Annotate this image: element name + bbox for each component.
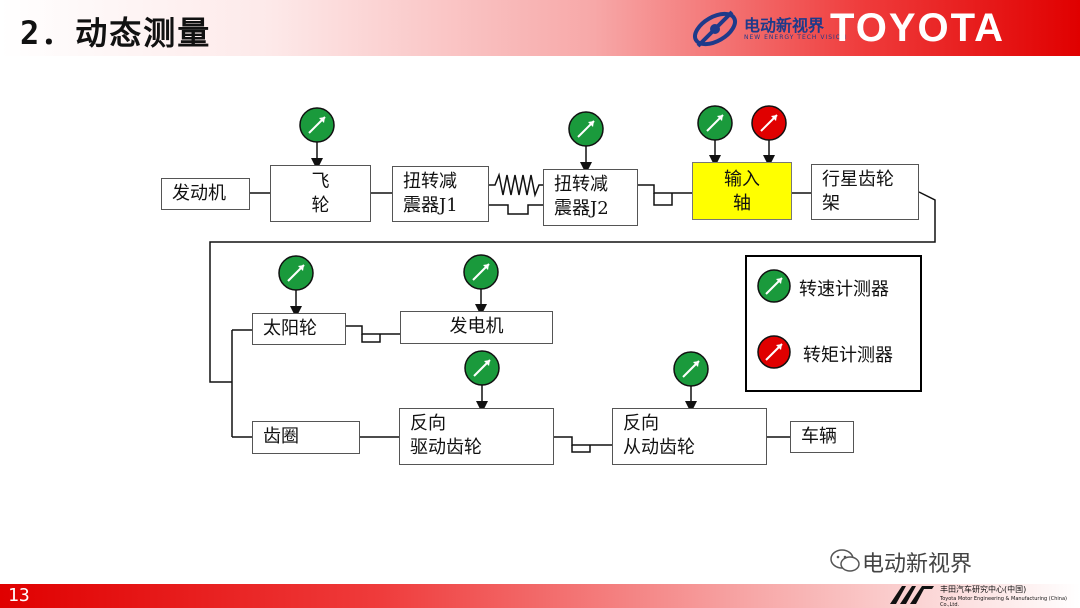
page-title: 2．动态测量 (20, 14, 212, 52)
header-banner (0, 0, 1080, 56)
damper-j1-label-1: 扭转减 (403, 171, 457, 192)
reverse-driven-gear-box: 反向 从动齿轮 (612, 408, 767, 465)
research-center-en: Toyota Motor Engineering & Manufacturing… (940, 596, 1067, 608)
planet-carrier-label-2: 架 (822, 193, 840, 214)
flywheel-label-2: 轮 (311, 195, 330, 216)
research-center-logo (890, 586, 934, 604)
torque-sensor-icon (751, 105, 787, 141)
speed-sensor-icon (463, 254, 499, 290)
brand-en-text: NEW ENERGY TECH VISION (744, 34, 848, 41)
engine-label: 发动机 (172, 183, 226, 204)
speed-sensor-icon (278, 255, 314, 291)
input-shaft-box: 输入 轴 (692, 162, 792, 220)
generator-box: 发电机 (400, 311, 553, 344)
reverse-driven-label-2: 从动齿轮 (623, 437, 695, 458)
damper-j1-box: 扭转减 震器J1 (392, 166, 489, 222)
page-number: 13 (8, 585, 30, 606)
ring-gear-label: 齿圈 (263, 426, 299, 447)
ring-gear-box: 齿圈 (252, 421, 360, 454)
speed-sensor-icon (464, 350, 500, 386)
flywheel-label-1: 飞 (311, 171, 330, 192)
damper-j1-label-2: 震器J1 (403, 195, 458, 216)
legend-box: 转速计测器 转矩计测器 (745, 255, 922, 392)
brand-cn-text: 电动新视界 (744, 16, 825, 35)
planet-carrier-label-1: 行星齿轮 (822, 169, 894, 190)
wechat-account-name: 电动新视界 (862, 552, 973, 577)
legend-speed-label: 转速计测器 (799, 279, 889, 300)
input-shaft-label-1: 输入 (724, 169, 760, 190)
legend-speed-sensor-icon (757, 269, 791, 303)
brand-swirl-logo (693, 10, 737, 48)
vehicle-label: 车辆 (801, 426, 837, 447)
reverse-drive-label-2: 驱动齿轮 (410, 437, 482, 458)
damper-j2-label-2: 震器J2 (554, 198, 609, 219)
vehicle-box: 车辆 (790, 421, 854, 453)
speed-sensor-icon (673, 351, 709, 387)
legend-icons (757, 269, 791, 369)
reverse-drive-gear-box: 反向 驱动齿轮 (399, 408, 554, 465)
sun-gear-box: 太阳轮 (252, 313, 346, 345)
sun-gear-label: 太阳轮 (263, 318, 317, 339)
legend-torque-sensor-icon (757, 335, 791, 369)
toyota-logo-text: TOYOTA (830, 6, 1005, 50)
research-center-cn: 丰田汽车研究中心(中国) (940, 585, 1027, 594)
legend-torque-label: 转矩计测器 (803, 345, 893, 366)
reverse-drive-label-1: 反向 (410, 413, 446, 434)
reverse-driven-label-1: 反向 (623, 413, 659, 434)
generator-label: 发电机 (449, 316, 504, 337)
flywheel-box: 飞 轮 (270, 165, 371, 222)
damper-j2-box: 扭转减 震器J2 (543, 169, 638, 226)
speed-sensor-icon (568, 111, 604, 147)
speed-sensor-icon (697, 105, 733, 141)
input-shaft-label-2: 轴 (733, 193, 751, 214)
engine-box: 发动机 (161, 178, 250, 210)
planet-carrier-box: 行星齿轮 架 (811, 164, 919, 220)
wechat-icon (830, 549, 860, 572)
damper-j2-label-1: 扭转减 (554, 174, 608, 195)
speed-sensor-icon (299, 107, 335, 143)
